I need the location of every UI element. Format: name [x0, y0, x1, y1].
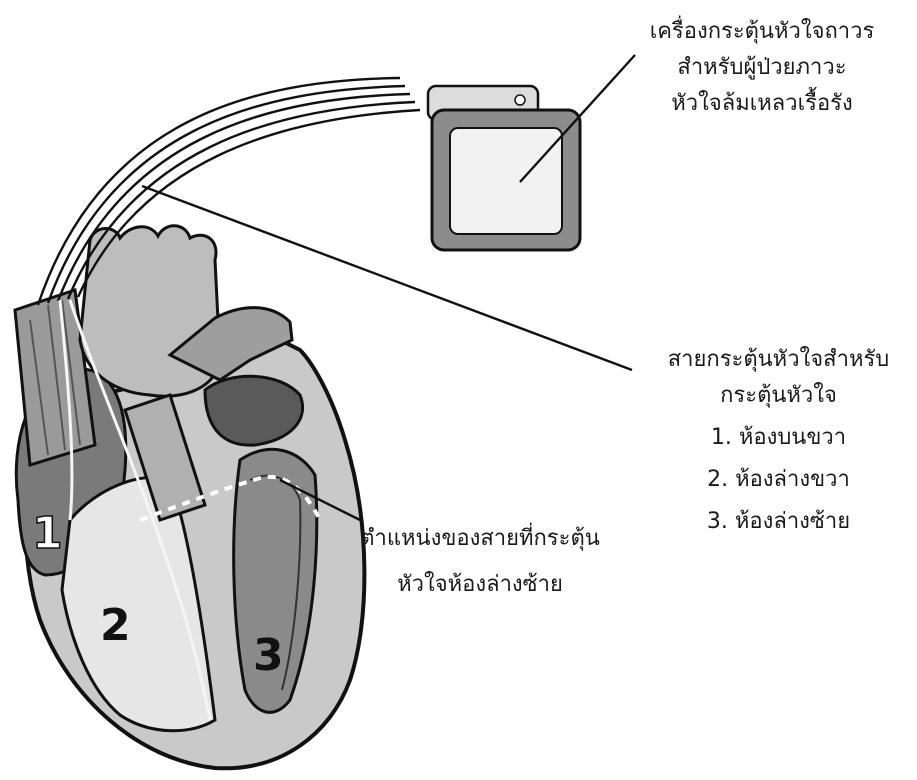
leads-label-line-2: กระตุ้นหัวใจ [640, 378, 917, 414]
leads-label-line-4: 2. ห้องล่างขวา [640, 462, 917, 498]
leads-label-line-1: สายกระตุ้นหัวใจสำหรับ [640, 342, 917, 378]
lv-position-label-line-1: ตำแหน่งของสายที่กระตุ้น [352, 521, 608, 557]
pacemaker-screen [450, 128, 562, 234]
pacemaker-label: เครื่องกระตุ้นหัวใจถาวร สำหรับผู้ป่วยภาว… [612, 14, 912, 122]
leads-label: สายกระตุ้นหัวใจสำหรับ กระตุ้นหัวใจ 1. ห้… [640, 342, 917, 540]
pacemaker-label-line-2: สำหรับผู้ป่วยภาวะ [612, 50, 912, 86]
leads-label-line-3: 1. ห้องบนขวา [640, 420, 917, 456]
pacemaker-label-line-3: หัวใจล้มเหลวเรื้อรัง [612, 86, 912, 122]
chamber-number-2: 2 [100, 600, 131, 651]
pacemaker-label-line-1: เครื่องกระตุ้นหัวใจถาวร [612, 14, 912, 50]
leads-label-line-5: 3. ห้องล่างซ้าย [640, 504, 917, 540]
pacemaker-device [428, 86, 580, 250]
chamber-number-1: 1 [32, 508, 63, 559]
lv-position-label-line-2: หัวใจห้องล่างซ้าย [352, 567, 608, 603]
chamber-number-3: 3 [253, 630, 284, 681]
lv-position-label: ตำแหน่งของสายที่กระตุ้น หัวใจห้องล่างซ้า… [352, 521, 608, 603]
left-atrium [205, 376, 303, 445]
